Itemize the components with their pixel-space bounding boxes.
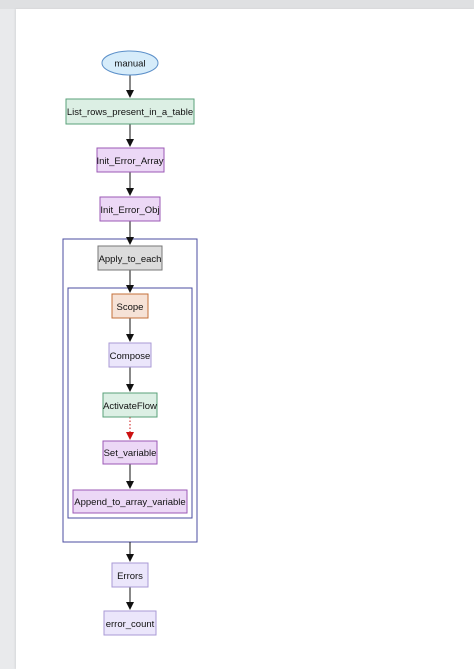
node-manual: manual <box>101 50 159 76</box>
node-compose: Compose <box>108 342 152 368</box>
node-init-error-array: Init_Error_Array <box>96 147 165 173</box>
node-set-variable: Set_variable <box>102 440 158 465</box>
node-list-rows: List_rows_present_in_a_table <box>65 98 195 125</box>
node-init-error-array-label: Init_Error_Array <box>96 156 163 167</box>
node-activate-flow-label: ActivateFlow <box>103 401 157 412</box>
node-append-to-array: Append_to_array_variable <box>72 489 188 514</box>
node-scope: Scope <box>111 293 149 319</box>
viewer-left-gutter <box>0 9 16 669</box>
node-set-variable-label: Set_variable <box>104 448 157 459</box>
window-top-strip <box>0 0 474 9</box>
node-errors-label: Errors <box>117 571 143 582</box>
node-init-error-obj: Init_Error_Obj <box>99 196 161 222</box>
node-list-rows-label: List_rows_present_in_a_table <box>67 107 193 118</box>
node-error-count: error_count <box>103 610 157 636</box>
node-apply-to-each-label: Apply_to_each <box>99 254 162 265</box>
node-manual-label: manual <box>114 59 145 70</box>
node-compose-label: Compose <box>110 351 151 362</box>
node-append-to-array-label: Append_to_array_variable <box>74 497 185 508</box>
node-error-count-label: error_count <box>106 619 155 630</box>
node-apply-to-each: Apply_to_each <box>97 245 163 271</box>
node-scope-label: Scope <box>117 302 144 313</box>
node-activate-flow: ActivateFlow <box>102 392 158 418</box>
node-errors: Errors <box>111 562 149 588</box>
node-init-error-obj-label: Init_Error_Obj <box>100 205 159 216</box>
